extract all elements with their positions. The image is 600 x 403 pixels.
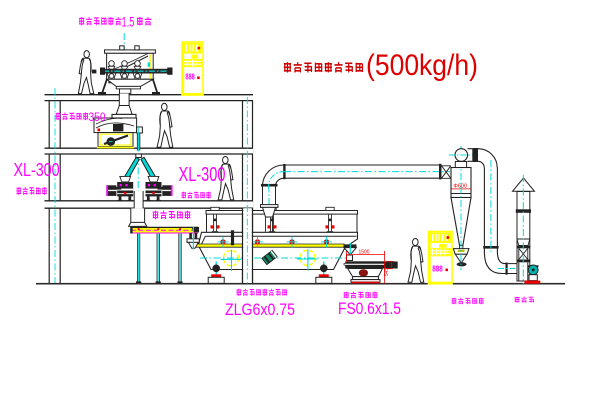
- svg-text:XL-300: XL-300: [179, 164, 226, 186]
- svg-text:Φ600: Φ600: [454, 184, 468, 190]
- svg-text:888: 888: [432, 263, 443, 273]
- svg-text:888: 888: [185, 71, 195, 81]
- svg-text:XL-300: XL-300: [14, 160, 60, 180]
- svg-text:1500: 1500: [359, 250, 370, 256]
- svg-text:ZLG6x0.75: ZLG6x0.75: [225, 300, 295, 319]
- svg-text:1.5: 1.5: [122, 15, 135, 30]
- svg-text:545: 545: [384, 268, 390, 276]
- svg-text:(500kg/h): (500kg/h): [366, 49, 478, 82]
- svg-text:FS0.6x1.5: FS0.6x1.5: [338, 299, 401, 318]
- svg-text:350: 350: [89, 110, 106, 124]
